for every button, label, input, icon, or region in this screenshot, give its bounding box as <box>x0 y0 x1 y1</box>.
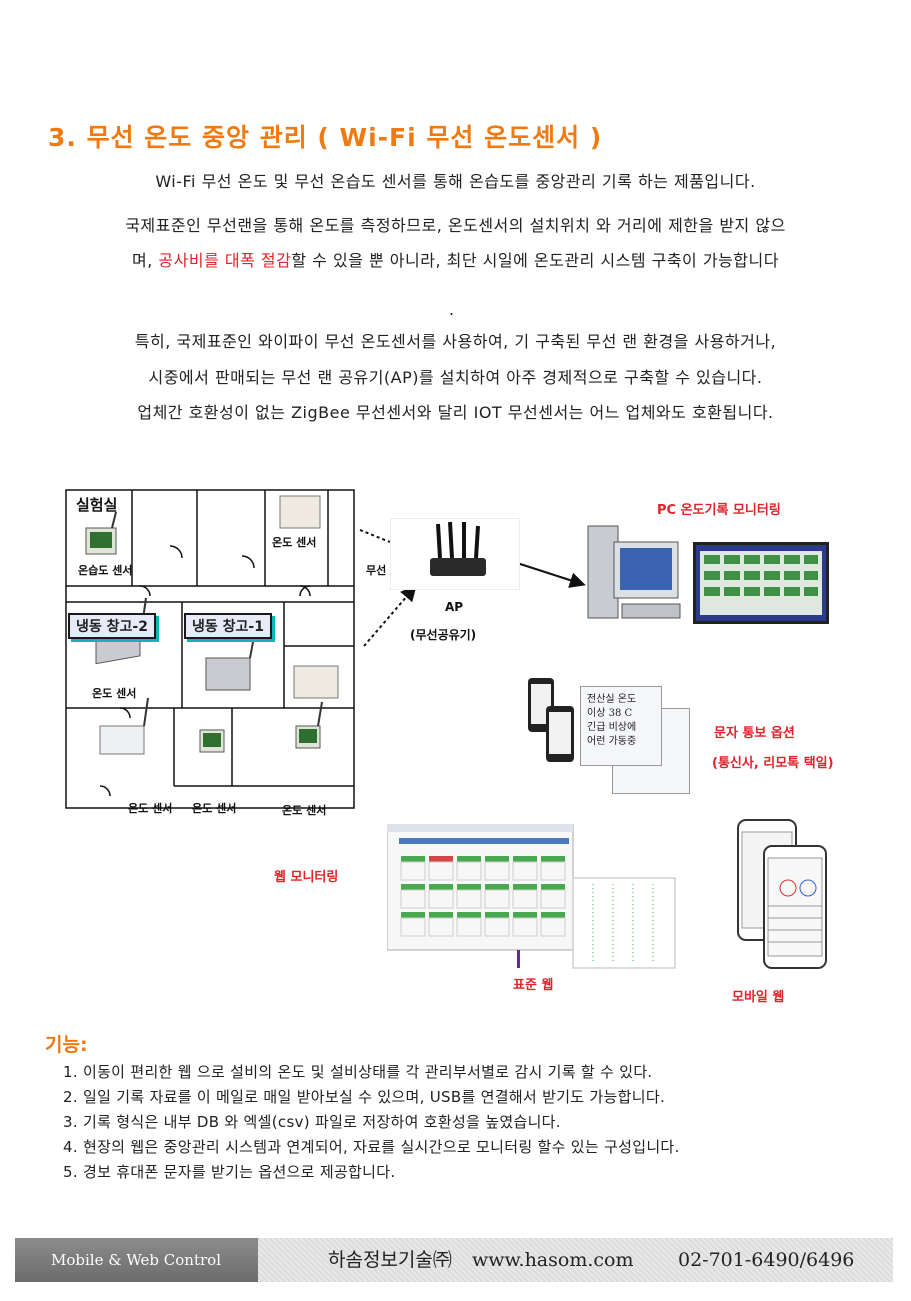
footer: Mobile & Web Control 하솜정보기술㈜ www.hasom.c… <box>15 1238 893 1282</box>
web-monitor-label: 웹 모니터링 <box>274 870 339 885</box>
network-arrows <box>359 529 586 647</box>
pc-monitor-label: PC 온도기록 모니터링 <box>657 503 781 518</box>
page-title: 3. 무선 온도 중앙 관리 ( Wi-Fi 무선 온도센서 ) <box>48 123 603 152</box>
lab-label: 실험실 <box>76 496 118 514</box>
para1-line2-start: 며, <box>132 251 159 270</box>
mobile-web-label: 모바일 웹 <box>732 990 785 1005</box>
temp-sensor-label-bottom-1: 온도 센서 <box>128 802 173 815</box>
para2-line2: 시중에서 판매되는 무선 랜 공유기(AP)를 설치하여 아주 경제적으로 구축… <box>148 368 763 387</box>
intro-text: Wi-Fi 무선 온도 및 무선 온습도 센서를 통해 온습도를 중앙관리 기록… <box>155 172 756 191</box>
sms-bubble-front: 전산실 온도 이상 38 C 긴급 비상에 어런 가동중 <box>580 686 662 766</box>
pc-computer-image <box>587 525 681 619</box>
feature-item-3: 3. 기록 형식은 내부 DB 와 엑셀(csv) 파일로 저장하여 호환성을 … <box>63 1113 561 1131</box>
para1-line1: 국제표준인 무선랜을 통해 온도를 측정하므로, 온도센서의 설치위치 와 거리… <box>125 216 786 235</box>
freezer-1-label: 냉동 창고-1 <box>184 613 272 639</box>
feature-item-1: 1. 이동이 편리한 웹 으로 설비의 온도 및 설비상태를 각 관리부서별로 … <box>63 1063 653 1081</box>
para2-line1: 특히, 국제표준인 와이파이 무선 온도센서를 사용하여, 기 구축된 무선 랜… <box>134 332 777 351</box>
web-monitor-screenshot <box>387 824 676 969</box>
feature-item-5: 5. 경보 휴대폰 문자를 받기는 옵션으로 제공합니다. <box>63 1163 396 1181</box>
freezer-2-label: 냉동 창고-2 <box>68 613 156 639</box>
features-heading: 기능: <box>45 1034 88 1056</box>
standard-web-label: 표준 웹 <box>513 978 554 993</box>
feature-item-4: 4. 현장의 웹은 중앙관리 시스템과 연계되어, 자료를 실시간으로 모니터링… <box>63 1138 680 1156</box>
temp-sensor-label-top: 온도 센서 <box>272 536 317 549</box>
ap-label: AP <box>445 600 464 614</box>
temp-sensor-label-bottom-3: 온도 센서 <box>282 804 327 817</box>
wireless-label: 무선 <box>366 564 387 577</box>
temp-sensor-label-mid: 온도 센서 <box>92 687 137 700</box>
sms-option-label: 문자 통보 옵션 <box>714 726 795 741</box>
ap-sub-label: (무선공유기) <box>410 628 477 642</box>
sms-bubble-line-4: 어런 가동중 <box>587 736 637 747</box>
humidity-sensor-label: 온습도 센서 <box>78 564 133 577</box>
footer-tagline: Mobile & Web Control <box>15 1238 258 1282</box>
para1-line2-end: 할 수 있을 뿐 아니라, 최단 시일에 온도관리 시스템 구축이 가능합니다 <box>291 251 779 270</box>
footer-contact: 하솜정보기술㈜ www.hasom.com 02-701-6490/6496 <box>258 1238 893 1282</box>
cost-saving-highlight: 공사비를 대폭 절감 <box>158 251 292 270</box>
sms-bubble-line-2: 이상 38 C <box>587 708 633 719</box>
sms-bubble-line-1: 전산실 온도 <box>587 694 637 705</box>
ap-router-image <box>390 518 520 590</box>
sms-bubble-line-3: 긴급 비상에 <box>587 722 637 733</box>
para1-line2: 며, 공사비를 대폭 절감할 수 있을 뿐 아니라, 최단 시일에 온도관리 시… <box>0 247 911 271</box>
feature-item-2: 2. 일일 기록 자료를 이 메일로 매일 받아보실 수 있으며, USB를 연… <box>63 1088 666 1106</box>
para2-line3: 업체간 호환성이 없는 ZigBee 무선센서와 달리 IOT 무선센서는 어느… <box>137 403 774 422</box>
sms-option-sub-label: (통신사, 리모톡 택일) <box>712 756 834 771</box>
footer-url[interactable]: www.hasom.com <box>472 1249 634 1271</box>
footer-phone: 02-701-6490/6496 <box>678 1249 855 1271</box>
phones-image <box>528 678 574 762</box>
floor-plan <box>65 489 355 809</box>
footer-company: 하솜정보기술㈜ <box>328 1249 452 1271</box>
temp-sensor-label-bottom-2: 온도 센서 <box>192 802 237 815</box>
pc-monitor-screen <box>693 542 829 624</box>
para1-dot: . <box>449 300 455 319</box>
mobile-phones-image <box>737 819 827 969</box>
